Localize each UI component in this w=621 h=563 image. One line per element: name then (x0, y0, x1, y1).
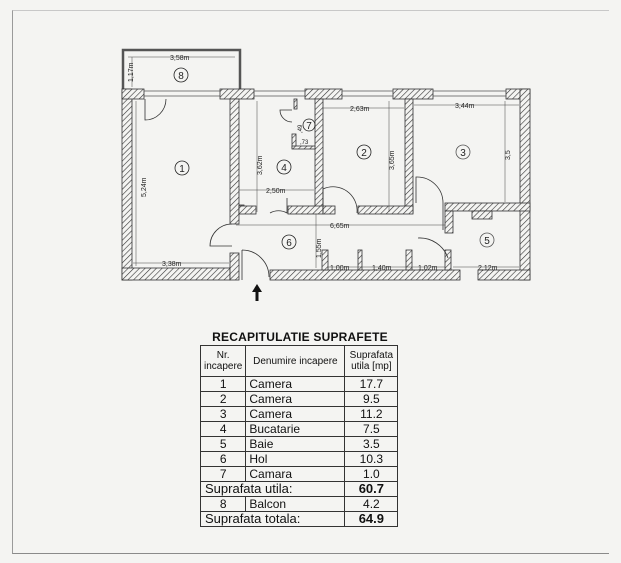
dim-seg2: 1,40m (372, 265, 392, 272)
dim-balcony-width: 3,58m (170, 55, 190, 62)
room-number-8: 8 (178, 71, 184, 82)
row-area: 9.5 (344, 391, 399, 407)
total-area-value: 64.9 (344, 511, 399, 527)
room-number-4: 4 (281, 163, 287, 174)
dim-seg3: 1,02m (418, 265, 438, 272)
area-summary-table: Nr. incapere Denumire incapere Suprafata… (199, 345, 399, 527)
windows (144, 90, 506, 97)
useful-area-label: Suprafata utila: (199, 481, 346, 497)
header-nr: Nr. incapere (199, 345, 247, 377)
useful-area-value: 60.7 (344, 481, 399, 497)
row-name: Baie (245, 436, 346, 452)
row-area: 17.7 (344, 376, 399, 392)
dim-room7-width: ,73 (300, 140, 309, 146)
summary-title: RECAPITULATIE SUPRAFETE (212, 330, 388, 344)
header-name: Denumire incapere (245, 345, 346, 377)
dim-room2-height: 3,65m (389, 150, 396, 170)
total-area-row: Suprafata totala: 64.9 (199, 511, 399, 527)
dim-room1-height: 5,24m (141, 177, 148, 197)
row-area: 11.2 (344, 406, 399, 422)
dimension-labels: 3,58m 1,17m 5,24m 3,38m 3,62m 2,50m ,49 … (128, 55, 512, 272)
table-row: 8 Balcon 4.2 (199, 496, 399, 512)
dim-room1-width: 3,38m (162, 261, 182, 268)
table-header: Nr. incapere Denumire incapere Suprafata… (199, 345, 399, 377)
dim-room3-height: 3,5 (505, 150, 512, 160)
dim-room3-width: 3,44m (455, 103, 475, 110)
row-name: Camera (245, 376, 346, 392)
room-number-3: 3 (460, 148, 466, 159)
useful-area-row: Suprafata utila: 60.7 (199, 481, 399, 497)
dim-room7-height: ,49 (298, 124, 304, 133)
row-nr: 3 (199, 406, 247, 422)
dim-room4-width: 2,50m (266, 188, 286, 195)
room-number-5: 5 (484, 236, 490, 247)
dim-room4-height: 3,62m (257, 155, 264, 175)
row-area: 4.2 (344, 496, 399, 512)
doors (144, 98, 449, 280)
room-markers: 8 1 4 7 2 3 6 5 (173, 67, 495, 250)
page-frame (12, 10, 609, 554)
row-name: Camera (245, 406, 346, 422)
row-area: 1.0 (344, 466, 399, 482)
arrow-up-icon (252, 284, 262, 301)
row-name: Balcon (245, 496, 346, 512)
row-nr: 8 (199, 496, 247, 512)
dim-hall-length: 6,65m (330, 223, 350, 230)
row-nr: 2 (199, 391, 247, 407)
row-nr: 4 (199, 421, 247, 437)
floor-plan: 3,58m 1,17m 5,24m 3,38m 3,62m 2,50m ,49 … (121, 48, 531, 301)
row-name: Bucatarie (245, 421, 346, 437)
dim-seg1: 1,00m (330, 265, 350, 272)
row-nr: 6 (199, 451, 247, 467)
dim-bath-width: 2,12m (478, 265, 498, 272)
row-name: Camera (245, 391, 346, 407)
dim-balcony-depth: 1,17m (128, 62, 135, 82)
walls (121, 48, 531, 281)
row-name: Camara (245, 466, 346, 482)
room-number-1: 1 (179, 164, 185, 175)
row-nr: 7 (199, 466, 247, 482)
row-area: 10.3 (344, 451, 399, 467)
row-area: 7.5 (344, 421, 399, 437)
dim-room2-width: 2,63m (350, 106, 370, 113)
row-nr: 1 (199, 376, 247, 392)
total-area-label: Suprafata totala: (199, 511, 346, 527)
dimension-lines (128, 56, 519, 268)
row-nr: 5 (199, 436, 247, 452)
dim-hall-width: 1,55m (316, 238, 323, 258)
room-number-2: 2 (361, 148, 367, 159)
row-name: Hol (245, 451, 346, 467)
room-number-6: 6 (286, 238, 292, 249)
room-number-7: 7 (306, 121, 312, 132)
header-area: Suprafata utila [mp] (344, 345, 399, 377)
row-area: 3.5 (344, 436, 399, 452)
